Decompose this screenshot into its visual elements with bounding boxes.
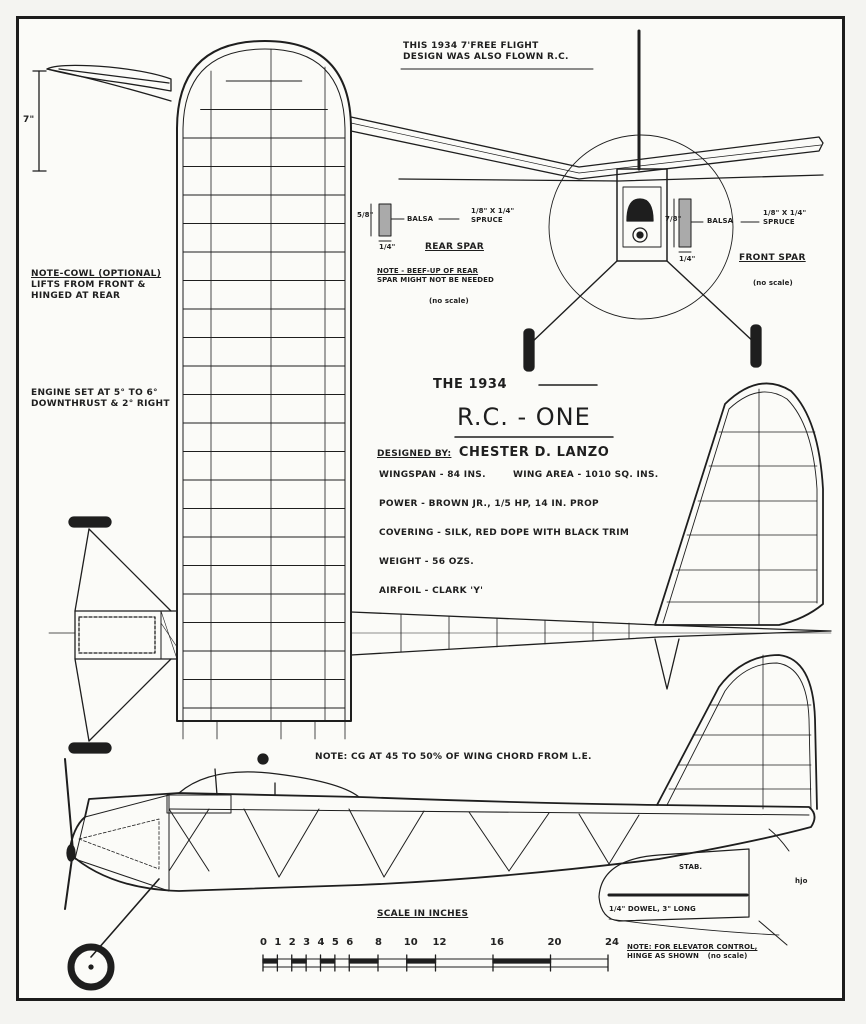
designer-label: DESIGNED BY: — [377, 449, 452, 459]
wing-center-marks — [182, 720, 346, 740]
front-view — [350, 29, 824, 372]
cowl-note-line2: LIFTS FROM FRONT & — [31, 280, 146, 290]
designer-row: DESIGNED BY: CHESTER D. LANZO — [377, 445, 609, 461]
rear-spar-cap: 1/8" X 1/4" SPRUCE — [471, 207, 514, 225]
scale-tick-label: 0 — [260, 937, 267, 948]
scale-tick-label: 2 — [288, 937, 296, 948]
scale-tick-label: 6 — [346, 937, 354, 948]
scale-tick-label: 4 — [317, 937, 325, 948]
wing-ribs — [182, 80, 346, 709]
front-spar-material: BALSA — [707, 217, 734, 225]
spec-wing-area: WING AREA - 1010 SQ. INS. — [513, 470, 659, 480]
flight-note-line1: THIS 1934 7'FREE FLIGHT — [403, 41, 539, 51]
fuselage-top-view — [48, 516, 832, 754]
scale-tick-label: 1 — [274, 937, 282, 948]
front-spar-detail — [673, 198, 760, 253]
scale-tick-label: 24 — [605, 937, 619, 948]
flight-note-line2: DESIGN WAS ALSO FLOWN R.C. — [403, 52, 569, 62]
scale-tick-label: 5 — [331, 937, 339, 948]
scale-bar — [262, 954, 609, 972]
rear-spar-note: NOTE - BEEF-UP OF REAR SPAR MIGHT NOT BE… — [377, 267, 494, 285]
wing-planform — [176, 40, 352, 722]
rear-spar-cap-material: SPRUCE — [471, 216, 503, 224]
rear-spar-scale: (no scale) — [429, 297, 469, 305]
label-underlines — [400, 68, 614, 438]
scale-segment — [262, 958, 279, 964]
rear-spar-note-line1: NOTE - BEEF-UP OF REAR — [377, 267, 479, 275]
scale-title: SCALE IN INCHES — [377, 909, 469, 919]
engine-note: ENGINE SET AT 5° TO 6° DOWNTHRUST & 2° R… — [31, 388, 170, 410]
dihedral-label: 7" — [23, 115, 35, 125]
fuselage-side-view — [64, 753, 816, 991]
dowel-label: 1/4" DOWEL, 3" LONG — [609, 905, 696, 913]
scale-tick-label: 16 — [490, 937, 504, 948]
drafter-initials: hjo — [795, 877, 808, 885]
designer-name: CHESTER D. LANZO — [458, 445, 610, 460]
stab-label: STAB. — [679, 863, 703, 871]
dihedral-dimension — [32, 70, 47, 172]
front-spar-title: FRONT SPAR — [739, 253, 806, 263]
elevator-note-scale: (no scale) — [707, 952, 748, 960]
aircraft-name: R.C. - ONE — [457, 403, 591, 431]
scale-tick-label: 20 — [547, 937, 562, 948]
engine-note-line2: DOWNTHRUST & 2° RIGHT — [31, 399, 170, 409]
flight-note: THIS 1934 7'FREE FLIGHT DESIGN WAS ALSO … — [403, 41, 569, 63]
front-spar-cap-material: SPRUCE — [763, 218, 795, 226]
front-spar-width: 1/4" — [679, 255, 696, 263]
stabilizer-top-view — [654, 382, 824, 690]
scale-tick-label: 10 — [403, 937, 418, 948]
rear-spar-title: REAR SPAR — [425, 242, 484, 252]
spec-airfoil: AIRFOIL - CLARK 'Y' — [379, 586, 484, 596]
scale-tick-label: 8 — [375, 937, 382, 948]
cowl-note: NOTE-COWL (OPTIONAL) LIFTS FROM FRONT & … — [31, 269, 161, 302]
elevator-hinge-detail — [598, 848, 788, 946]
plan-drawing — [32, 29, 832, 991]
elevator-note-line1: NOTE: FOR ELEVATOR CONTROL, — [627, 943, 758, 951]
plan-sheet: THIS 1934 7'FREE FLIGHT DESIGN WAS ALSO … — [16, 16, 845, 1001]
scale-segment — [348, 958, 379, 964]
elevator-note: NOTE: FOR ELEVATOR CONTROL, HINGE AS SHO… — [627, 943, 757, 961]
front-spar-scale: (no scale) — [753, 279, 793, 287]
front-spar-height: 7/8" — [665, 215, 682, 223]
spec-weight: WEIGHT - 56 OZS. — [379, 557, 475, 567]
rear-spar-width: 1/4" — [379, 243, 396, 251]
rear-spar-note-line2: SPAR MIGHT NOT BE NEEDED — [377, 276, 494, 284]
title-prefix: THE 1934 — [433, 377, 508, 392]
scale-segment — [492, 958, 552, 964]
scale-tick-label: 3 — [303, 937, 311, 948]
rear-spar-height: 5/8" — [357, 211, 374, 219]
rear-spar-cap-size: 1/8" X 1/4" — [471, 207, 515, 215]
front-spar-cap-size: 1/8" X 1/4" — [763, 209, 807, 217]
rear-spar-detail — [370, 203, 460, 242]
scale-segment — [291, 958, 307, 964]
engine-note-line1: ENGINE SET AT 5° TO 6° — [31, 388, 158, 398]
scale-segment — [406, 958, 437, 964]
spec-covering: COVERING - SILK, RED DOPE WITH BLACK TRI… — [379, 528, 630, 538]
cg-note: NOTE: CG AT 45 TO 50% OF WING CHORD FROM… — [315, 752, 592, 762]
elevator-note-line2: HINGE AS SHOWN — [627, 952, 700, 960]
cowl-note-line1: NOTE-COWL (OPTIONAL) — [31, 269, 162, 279]
fin-and-rudder — [656, 654, 818, 852]
rear-spar-material: BALSA — [407, 215, 434, 223]
cowl-note-line3: HINGED AT REAR — [31, 291, 121, 301]
wing-tip-airfoil — [46, 64, 172, 102]
spec-power: POWER - BROWN JR., 1/5 HP, 14 IN. PROP — [379, 499, 599, 509]
front-spar-cap: 1/8" X 1/4" SPRUCE — [763, 209, 806, 227]
scale-segment — [319, 958, 336, 964]
spec-wingspan: WINGSPAN - 84 INS. — [379, 470, 486, 480]
scale-tick-label: 12 — [432, 937, 447, 948]
